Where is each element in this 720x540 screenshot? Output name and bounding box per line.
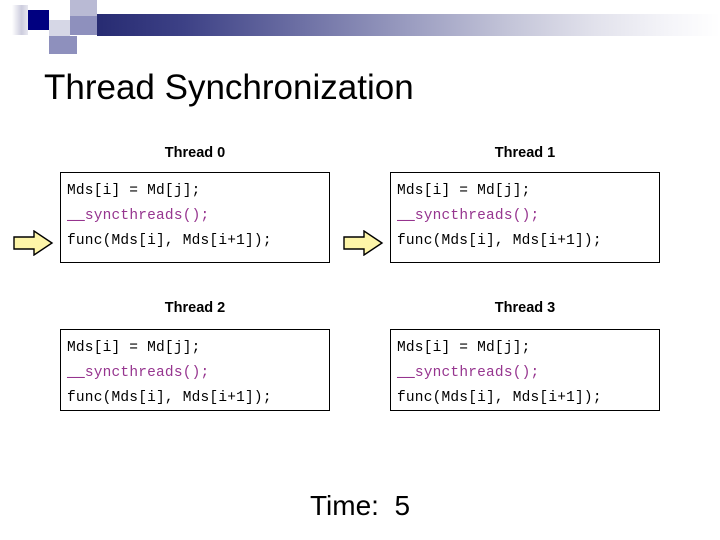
code-line-assign-3: Mds[i] = Md[j]; [397,340,531,356]
code-line-assign-1: Mds[i] = Md[j]; [397,183,531,199]
syncthreads-underscore-2: __ [67,365,85,381]
banner-square-upper [70,0,97,16]
execution-pointer-arrow-1 [342,230,384,256]
banner-square-lower [49,36,77,54]
banner-square-pale [49,20,70,36]
code-box-3: Mds[i] = Md[j]; __syncthreads(); func(Md… [390,329,660,411]
code-line-syncthreads-0: __syncthreads(); [67,204,329,229]
code-line-func-1: func(Mds[i], Mds[i+1]); [397,233,602,249]
syncthreads-text-2: syncthreads(); [84,365,210,381]
code-line-func-0: func(Mds[i], Mds[i+1]); [67,233,272,249]
slide-banner [0,0,720,54]
syncthreads-text-0: syncthreads(); [84,208,210,224]
code-line-assign-0: Mds[i] = Md[j]; [67,183,201,199]
syncthreads-underscore-1: __ [397,208,415,224]
banner-square-notch [77,36,97,46]
banner-square-mid [70,16,97,35]
thread-label-2: Thread 2 [164,300,226,316]
code-box-0: Mds[i] = Md[j]; __syncthreads(); func(Md… [60,172,330,263]
page-title: Thread Synchronization [44,68,414,107]
code-line-func-3: func(Mds[i], Mds[i+1]); [397,390,602,406]
thread-label-3: Thread 3 [494,300,556,316]
code-line-syncthreads-1: __syncthreads(); [397,204,659,229]
banner-square-white [97,0,119,14]
code-line-syncthreads-3: __syncthreads(); [397,361,659,386]
code-line-assign-2: Mds[i] = Md[j]; [67,340,201,356]
code-line-func-2: func(Mds[i], Mds[i+1]); [67,390,272,406]
syncthreads-text-3: syncthreads(); [414,365,540,381]
thread-label-1: Thread 1 [494,145,556,161]
syncthreads-text-1: syncthreads(); [414,208,540,224]
syncthreads-underscore-3: __ [397,365,415,381]
code-box-2: Mds[i] = Md[j]; __syncthreads(); func(Md… [60,329,330,411]
code-box-1: Mds[i] = Md[j]; __syncthreads(); func(Md… [390,172,660,263]
banner-square-fade [12,5,28,35]
time-counter: Time: 5 [309,490,411,521]
thread-label-0: Thread 0 [164,145,226,161]
syncthreads-underscore-0: __ [67,208,85,224]
banner-gradient-bar [97,14,720,36]
banner-square-accent [28,10,49,30]
code-line-syncthreads-2: __syncthreads(); [67,361,329,386]
execution-pointer-arrow-0 [12,230,54,256]
